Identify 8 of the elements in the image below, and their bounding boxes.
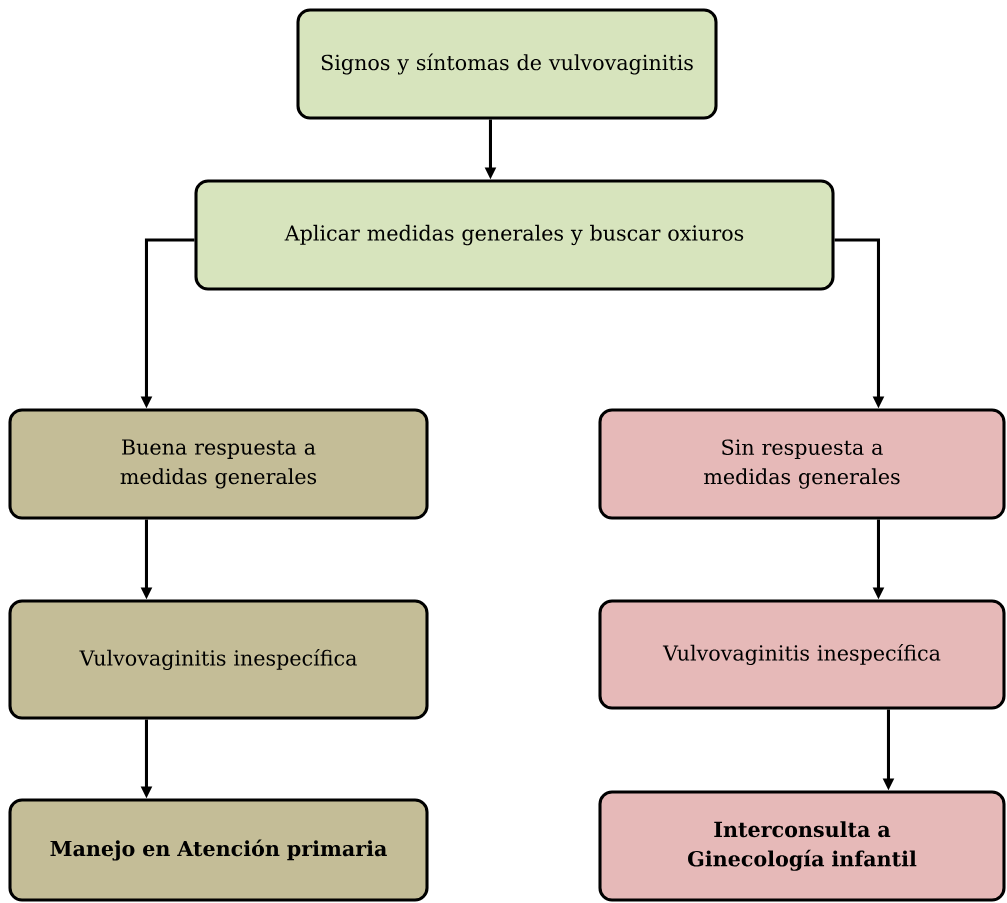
- process-box: Interconsulta a Ginecología infantil: [598, 790, 1006, 902]
- process-box: Vulvovaginitis inespecífica: [598, 599, 1006, 710]
- process-box: Signos y síntomas de vulvovaginitis: [296, 8, 718, 120]
- process-box: Sin respuesta a medidas generales: [598, 408, 1006, 520]
- process-box: Buena respuesta a medidas generales: [8, 408, 429, 520]
- process-box: Manejo en Atención primaria: [8, 798, 429, 902]
- process-box: Aplicar medidas generales y buscar oxiuros: [194, 179, 835, 291]
- process-box: Vulvovaginitis inespecífica: [8, 599, 429, 720]
